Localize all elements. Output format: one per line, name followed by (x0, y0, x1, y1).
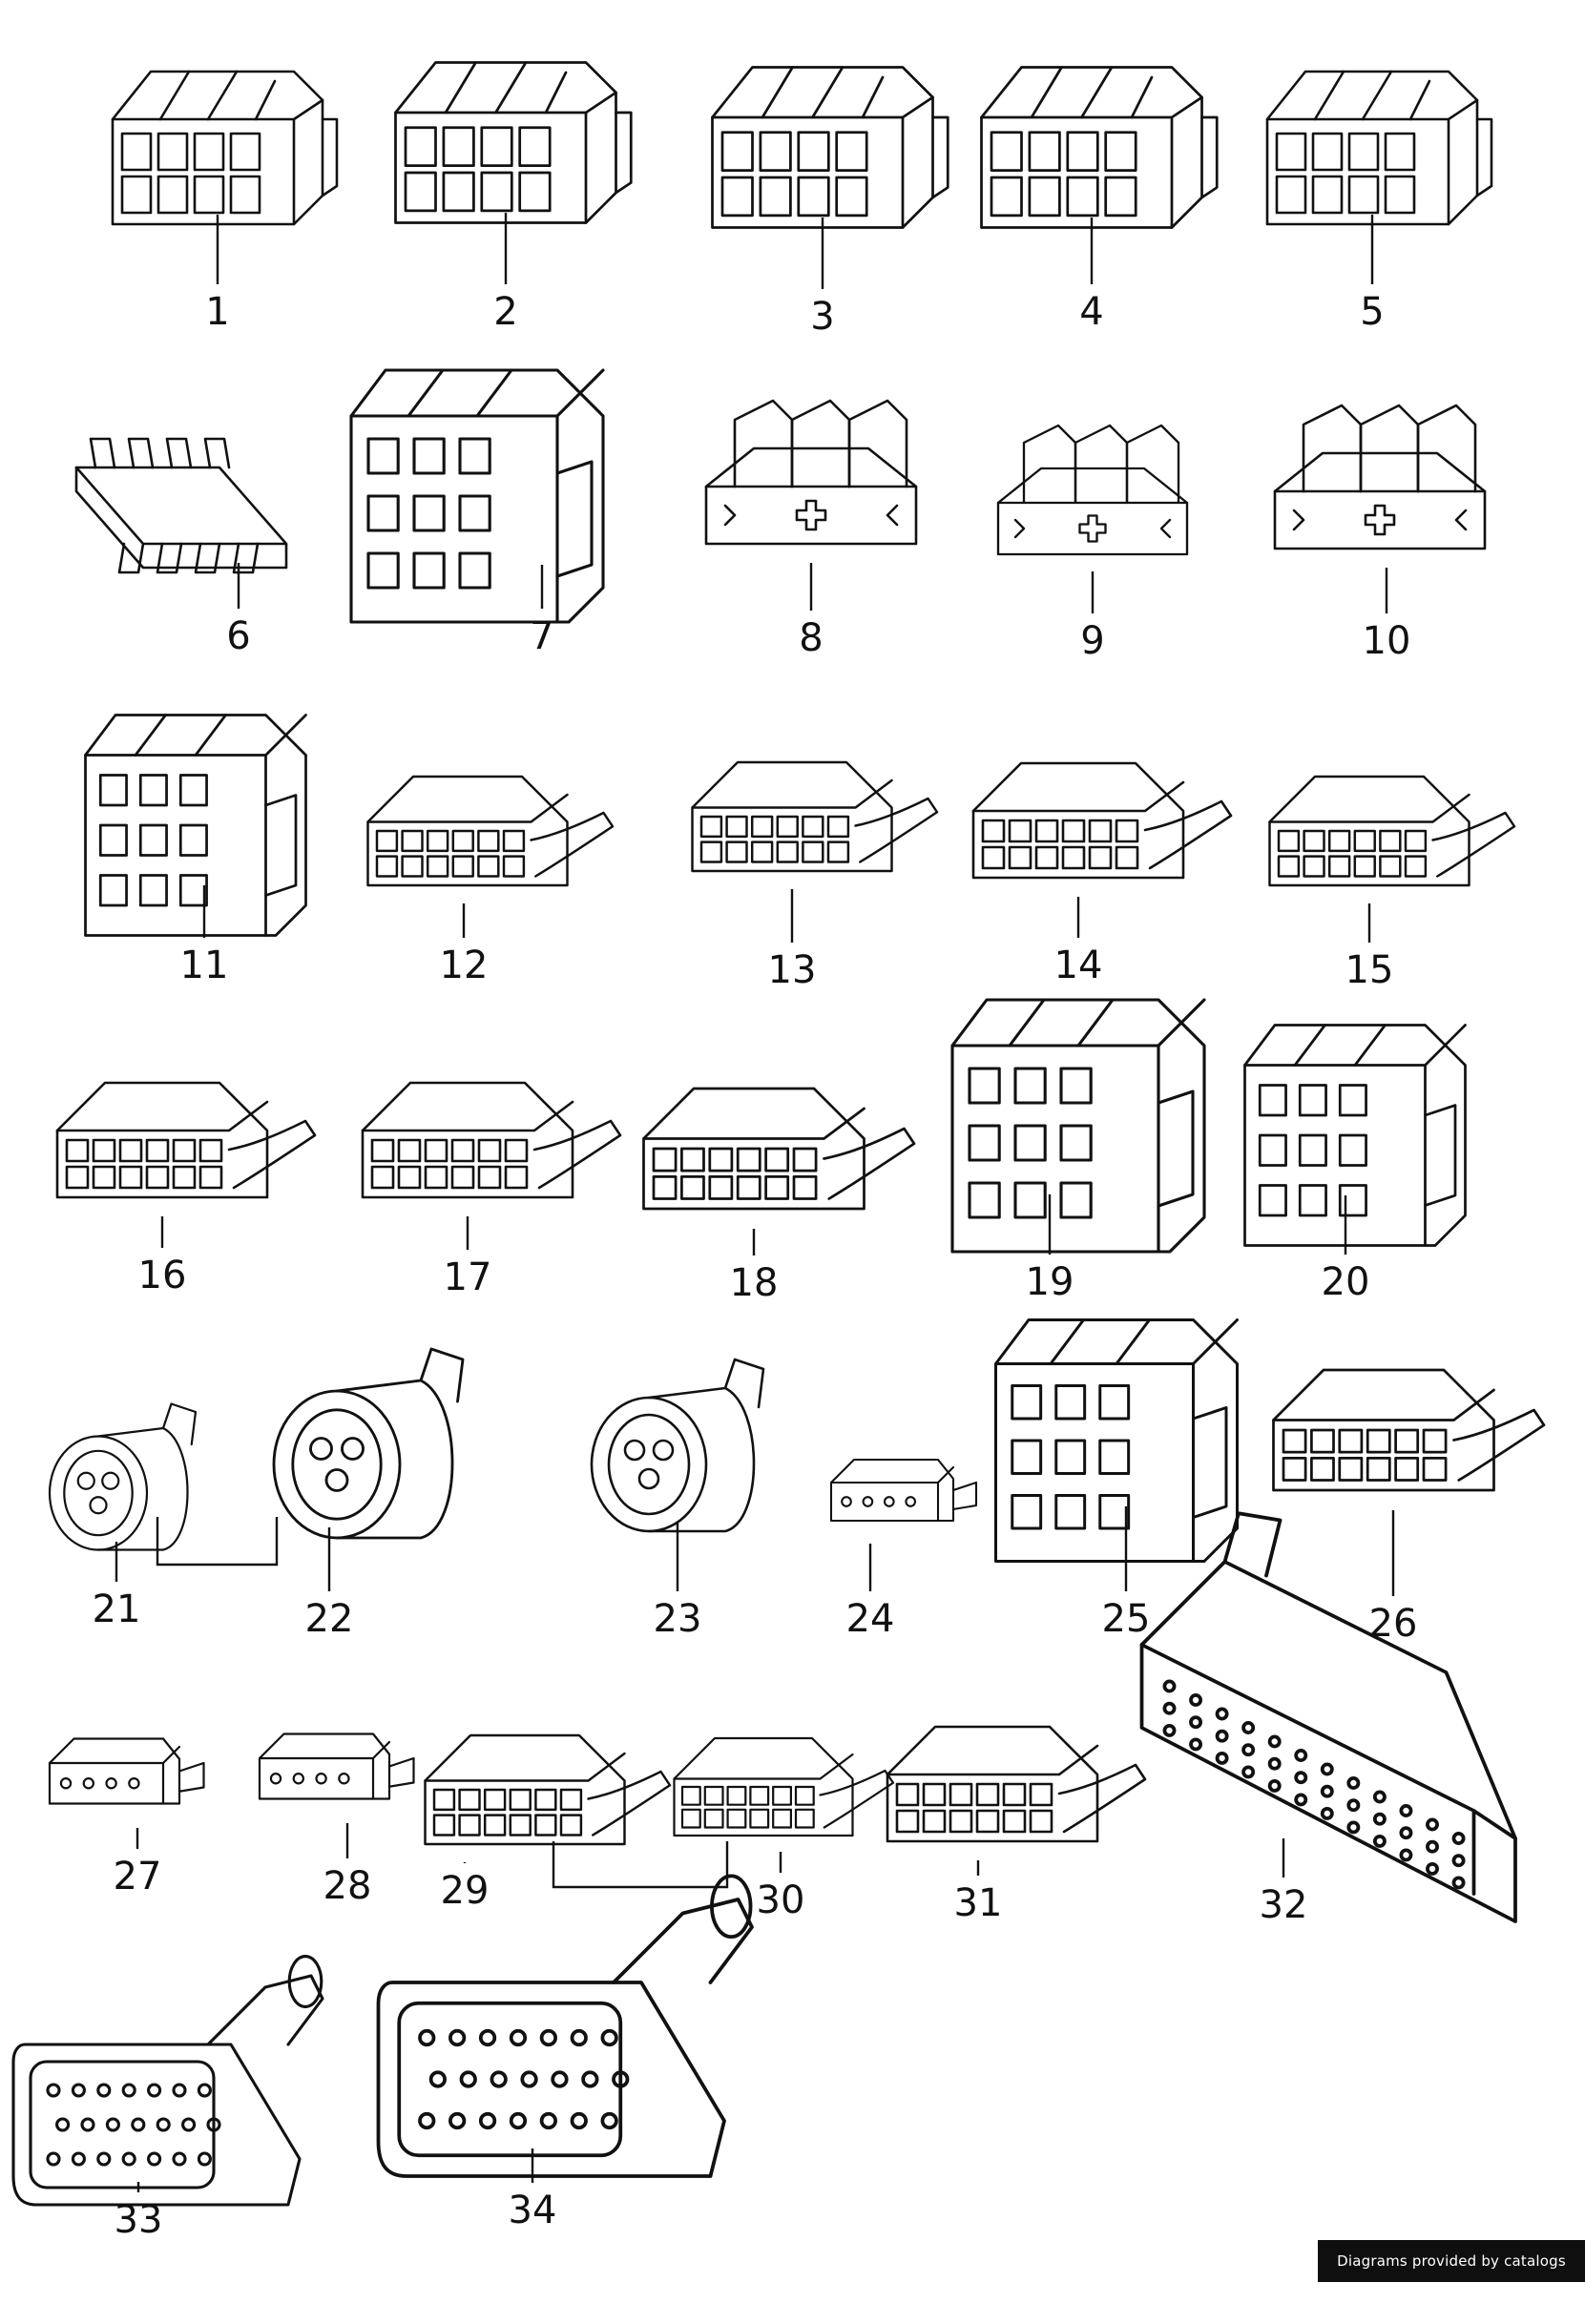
part-3-drawing (711, 66, 949, 229)
part-2-label: 2 (493, 290, 517, 334)
part-17-drawing (361, 1081, 622, 1199)
part-12-drawing (366, 775, 615, 887)
part-26-label: 26 (1369, 1602, 1418, 1646)
part-33-label: 33 (115, 2198, 163, 2242)
part-22-drawing (272, 1347, 465, 1540)
part-16-label: 16 (138, 1254, 187, 1297)
credit-banner: Diagrams provided by catalogs parts (1318, 2240, 1585, 2312)
part-30-label: 30 (757, 1878, 805, 1922)
part-6-drawing (74, 437, 288, 574)
part-18-label: 18 (730, 1261, 779, 1305)
part-21-drawing (48, 1402, 198, 1551)
part-9-drawing (996, 424, 1189, 556)
connector-bracket-29-30 (552, 1841, 729, 1889)
part-20-drawing (1243, 1024, 1467, 1247)
part-34-label: 34 (509, 2189, 557, 2232)
part-8-label: 8 (799, 616, 823, 660)
part-6-label: 6 (226, 614, 250, 658)
part-30-drawing (673, 1736, 895, 1837)
part-13-label: 13 (768, 948, 817, 992)
part-25-label: 25 (1102, 1597, 1151, 1641)
part-11-label: 11 (180, 944, 229, 987)
part-5-label: 5 (1360, 290, 1384, 334)
part-28-label: 28 (323, 1864, 372, 1908)
part-18-drawing (642, 1087, 916, 1211)
part-23-drawing (590, 1358, 765, 1533)
part-34-drawing (376, 1874, 754, 2178)
part-15-label: 15 (1345, 948, 1394, 992)
part-31-drawing (886, 1725, 1147, 1843)
part-19-drawing (950, 998, 1206, 1254)
part-33-drawing (11, 1955, 324, 2207)
part-32-label: 32 (1260, 1883, 1308, 1927)
part-5-drawing (1265, 70, 1493, 226)
part-16-drawing (55, 1081, 317, 1199)
part-14-drawing (971, 761, 1233, 880)
part-1-label: 1 (205, 290, 229, 334)
part-17-label: 17 (444, 1255, 492, 1299)
part-25-drawing (994, 1318, 1239, 1563)
part-20-label: 20 (1322, 1260, 1370, 1304)
part-24-label: 24 (846, 1597, 895, 1641)
part-4-label: 4 (1079, 290, 1103, 334)
part-27-drawing (48, 1737, 205, 1805)
part-13-drawing (691, 760, 939, 873)
part-15-drawing (1268, 775, 1516, 887)
part-7-drawing (349, 368, 605, 624)
part-10-drawing (1273, 404, 1487, 550)
part-24-drawing (829, 1458, 978, 1523)
part-14-label: 14 (1054, 944, 1103, 987)
part-29-label: 29 (441, 1869, 490, 1913)
part-7-label: 7 (530, 614, 553, 658)
part-9-label: 9 (1080, 619, 1104, 663)
part-12-label: 12 (440, 944, 489, 987)
part-3-label: 3 (810, 295, 834, 339)
connector-bracket-21-22 (156, 1517, 279, 1567)
part-11-drawing (84, 714, 307, 937)
part-8-drawing (704, 399, 918, 546)
part-29-drawing (424, 1733, 672, 1846)
part-19-label: 19 (1026, 1260, 1074, 1304)
part-27-label: 27 (114, 1855, 162, 1899)
part-28-drawing (258, 1733, 415, 1800)
part-22-label: 22 (305, 1597, 354, 1641)
part-21-label: 21 (93, 1587, 141, 1631)
part-4-drawing (980, 66, 1219, 229)
part-2-drawing (394, 61, 633, 224)
part-23-label: 23 (654, 1597, 702, 1641)
part-32-drawing (1139, 1511, 1517, 1923)
part-10-label: 10 (1363, 619, 1411, 663)
part-1-drawing (111, 70, 339, 226)
part-26-drawing (1272, 1368, 1546, 1492)
part-31-label: 31 (954, 1881, 1003, 1925)
